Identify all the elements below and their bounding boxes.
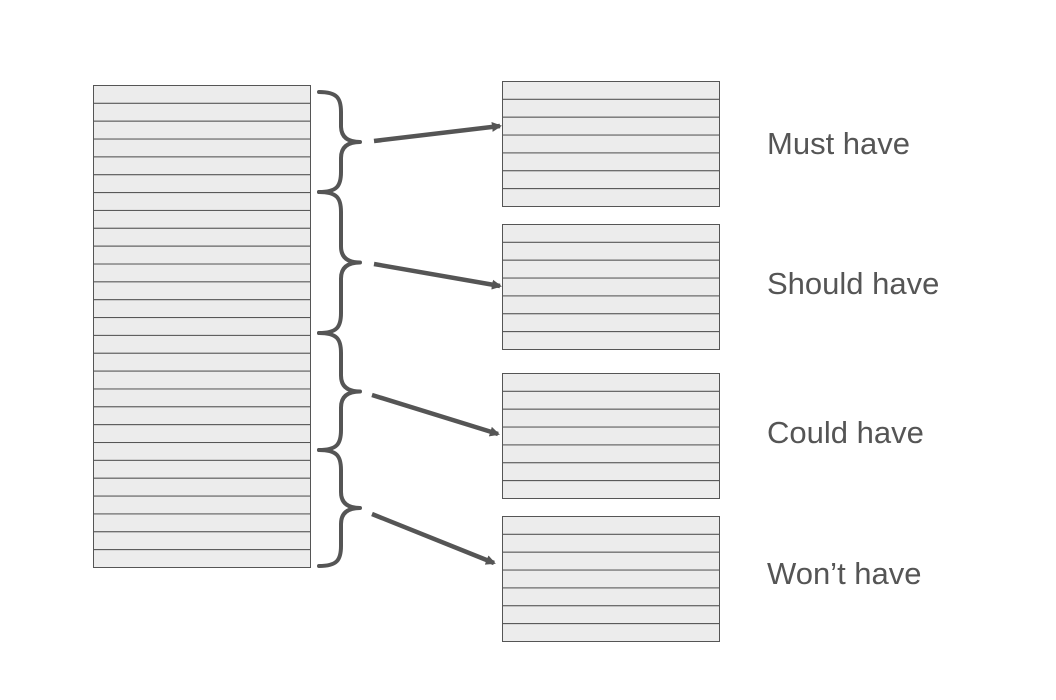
wont-have-list-row — [502, 587, 720, 607]
backlog-row — [93, 531, 311, 551]
backlog-row — [93, 138, 311, 158]
wont-have-list-row — [502, 605, 720, 625]
backlog-row — [93, 317, 311, 336]
brace-could-have — [317, 331, 362, 452]
priority-arrows — [371, 121, 502, 566]
backlog-row — [93, 406, 311, 426]
wont-have-list-row — [502, 516, 720, 535]
should-have-list-row — [502, 241, 720, 261]
arrow-must-have — [373, 121, 502, 144]
backlog-row — [93, 495, 311, 515]
must-have-list-row — [502, 81, 720, 100]
grouping-braces — [317, 90, 362, 568]
wont-have-list-row — [502, 623, 720, 643]
backlog-row — [93, 442, 311, 461]
backlog-row — [93, 388, 311, 408]
backlog-row — [93, 352, 311, 372]
could-have-list-row — [502, 408, 720, 428]
should-have-list-row — [502, 259, 720, 279]
backlog-row — [93, 209, 311, 229]
backlog-row — [93, 102, 311, 122]
backlog-row — [93, 459, 311, 479]
backlog-row — [93, 156, 311, 176]
backlog-row — [93, 192, 311, 211]
backlog-row — [93, 513, 311, 533]
wont-have-list-row — [502, 533, 720, 553]
label-wont-have: Won’t have — [767, 556, 922, 591]
backlog-row — [93, 299, 311, 319]
category-list-wont-have — [502, 516, 720, 643]
must-have-list-row — [502, 98, 720, 118]
arrow-could-have — [371, 392, 500, 437]
must-have-list-row — [502, 188, 720, 207]
must-have-list-row — [502, 134, 720, 154]
label-could-have: Could have — [767, 415, 924, 450]
could-have-list-row — [502, 462, 720, 482]
should-have-list-row — [502, 313, 720, 333]
brace-wont-have — [317, 448, 362, 568]
backlog-row — [93, 334, 311, 354]
backlog-row — [93, 370, 311, 390]
arrow-should-have — [373, 261, 502, 290]
category-list-should-have — [502, 224, 720, 351]
backlog-row — [93, 174, 311, 194]
category-list-could-have — [502, 373, 720, 500]
brace-should-have — [317, 190, 362, 335]
category-list-must-have — [502, 81, 720, 207]
backlog-list — [93, 85, 311, 569]
backlog-row — [93, 549, 311, 569]
could-have-list-row — [502, 426, 720, 446]
must-have-list-row — [502, 116, 720, 136]
backlog-row — [93, 245, 311, 265]
should-have-list-row — [502, 277, 720, 297]
could-have-list-row — [502, 480, 720, 500]
could-have-list-row — [502, 390, 720, 410]
could-have-list-row — [502, 373, 720, 392]
backlog-row — [93, 424, 311, 444]
wont-have-list-row — [502, 569, 720, 589]
should-have-list-row — [502, 331, 720, 351]
category-lists — [502, 81, 720, 643]
brace-must-have — [317, 90, 362, 194]
could-have-list-row — [502, 444, 720, 464]
arrow-wont-have — [371, 511, 496, 566]
backlog-row — [93, 477, 311, 497]
label-must-have: Must have — [767, 126, 911, 161]
must-have-list-row — [502, 152, 720, 172]
should-have-list-row — [502, 224, 720, 243]
backlog-row — [93, 227, 311, 247]
label-should-have: Should have — [767, 266, 940, 301]
backlog-row — [93, 85, 311, 104]
backlog-row — [93, 120, 311, 140]
should-have-list-row — [502, 295, 720, 315]
backlog-row — [93, 281, 311, 301]
backlog-row — [93, 263, 311, 283]
must-have-list-row — [502, 170, 720, 190]
wont-have-list-row — [502, 551, 720, 571]
